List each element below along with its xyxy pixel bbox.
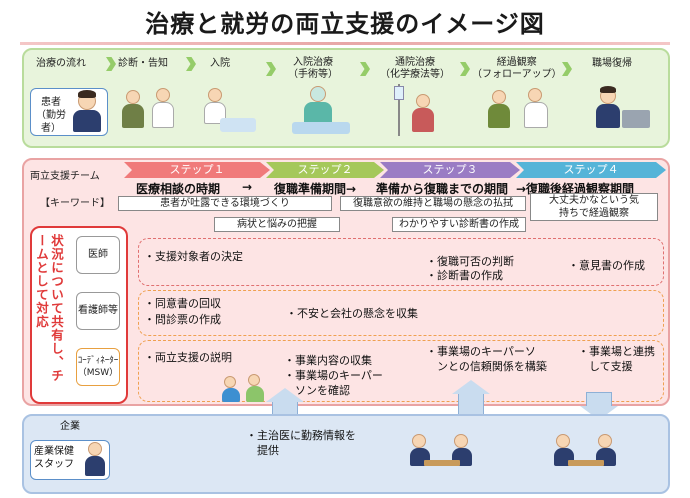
task-make-questionnaire: ・問診票の作成: [144, 313, 221, 326]
follow-up-scene-icon: [488, 84, 554, 140]
flow-arrow-icon: [186, 57, 196, 71]
period-until-return: 準備から復職までの期間: [376, 182, 509, 196]
flow-arrow-icon: [360, 62, 370, 76]
collaboration-scene-icon: [554, 430, 618, 474]
role-doctor: 医師: [76, 236, 120, 274]
period-after-return: →復職後経過観察期間: [516, 182, 635, 196]
step-4-arrow: ステップ４: [516, 162, 666, 178]
flow-arrow-icon: [106, 57, 116, 71]
task-select-target: ・支援対象者の決定: [144, 250, 243, 263]
period-preparation: 復職準備期間→: [274, 182, 357, 196]
step-3-arrow: ステップ３: [380, 162, 520, 178]
task-explain-support: ・両立支援の説明: [144, 351, 232, 364]
coordinator-tasks-row: [138, 340, 664, 402]
patient-label: 患者 （勤労者）: [36, 97, 66, 134]
surgery-scene-icon: [290, 84, 352, 140]
keyword-understanding: 病状と悩みの把握: [214, 217, 340, 232]
explanation-scene-icon: [222, 372, 266, 402]
return-to-work-icon: [592, 86, 652, 140]
hospital-bed-icon: [198, 84, 258, 140]
period-arrow: →: [242, 180, 253, 194]
flow-stage-1: 診断・告知: [118, 58, 168, 69]
keyword-motivation: 復職意欲の維持と職場の懸念の払拭: [340, 196, 526, 211]
flow-arrow-icon: [460, 62, 470, 76]
company-label: 企業: [60, 421, 80, 432]
staff-figure-icon: [84, 442, 106, 478]
task-build-trust: ・事業場のキーパーソ ンとの信頼関係を構築: [426, 345, 547, 373]
title-underline: [20, 42, 670, 45]
flow-stage-6: 職場復帰: [592, 58, 632, 69]
flow-stage-3: 入院治療 （手術等）: [288, 57, 338, 80]
flow-arrow-icon: [562, 62, 572, 76]
flow-arrow-icon: [266, 62, 276, 76]
task-write-opinion: ・意見書の作成: [568, 259, 645, 272]
task-collect-consent: ・同意書の回収: [144, 297, 221, 310]
outpatient-iv-icon: [392, 84, 452, 140]
flow-stage-5: 経過観察 （フォローアップ）: [472, 57, 562, 80]
role-coordinator: ｺｰﾃﾞｨﾈｰﾀｰ （MSW）: [76, 348, 120, 386]
task-collect-concerns: ・不安と会社の懸念を収集: [286, 307, 418, 320]
task-judge-return: ・復職可否の判断: [426, 255, 514, 268]
step-2-arrow: ステップ２: [266, 162, 384, 178]
flow-stage-2: 入院: [210, 58, 230, 69]
page-title: 治療と就労の両立支援のイメージ図: [145, 10, 545, 38]
task-write-certificate: ・診断書の作成: [426, 269, 503, 282]
patient-figure-icon: [70, 90, 104, 134]
task-coordinate-support: ・事業場と連携 して支援: [578, 345, 655, 373]
keyword-label: 【キーワード】: [40, 198, 110, 209]
staff-label: 産業保健 スタッフ: [34, 446, 74, 470]
nurse-tasks-row: [138, 290, 664, 336]
flow-stage-4: 通院治療 （化学療法等）: [380, 57, 450, 80]
flow-stage-0: 治療の流れ: [36, 58, 86, 69]
task-collect-business: ・事業内容の収集: [284, 354, 372, 367]
support-team-label: 両立支援チーム: [30, 171, 100, 182]
diagnosis-scene-icon: [122, 84, 178, 140]
period-consultation: 医療相談の時期: [136, 182, 221, 196]
keyword-observation: 大丈夫かなという気 持ちで経過観察: [530, 193, 658, 221]
task-confirm-keyperson: ・事業場のキーパー ソンを確認: [284, 369, 383, 397]
task-provide-work-info: ・主治医に勤務情報を 提供: [246, 429, 356, 457]
meeting-scene-icon: [410, 430, 474, 474]
role-nurse: 看護師等: [76, 292, 120, 330]
keyword-medical-certificate: わかりやすい診断書の作成: [392, 217, 526, 232]
doctor-tasks-row: [138, 238, 664, 286]
step-1-arrow: ステップ１: [124, 162, 270, 178]
team-sharing-text: 状況について共有し、チームとして対応: [34, 234, 64, 383]
keyword-environment: 患者が吐露できる環境づくり: [118, 196, 332, 211]
